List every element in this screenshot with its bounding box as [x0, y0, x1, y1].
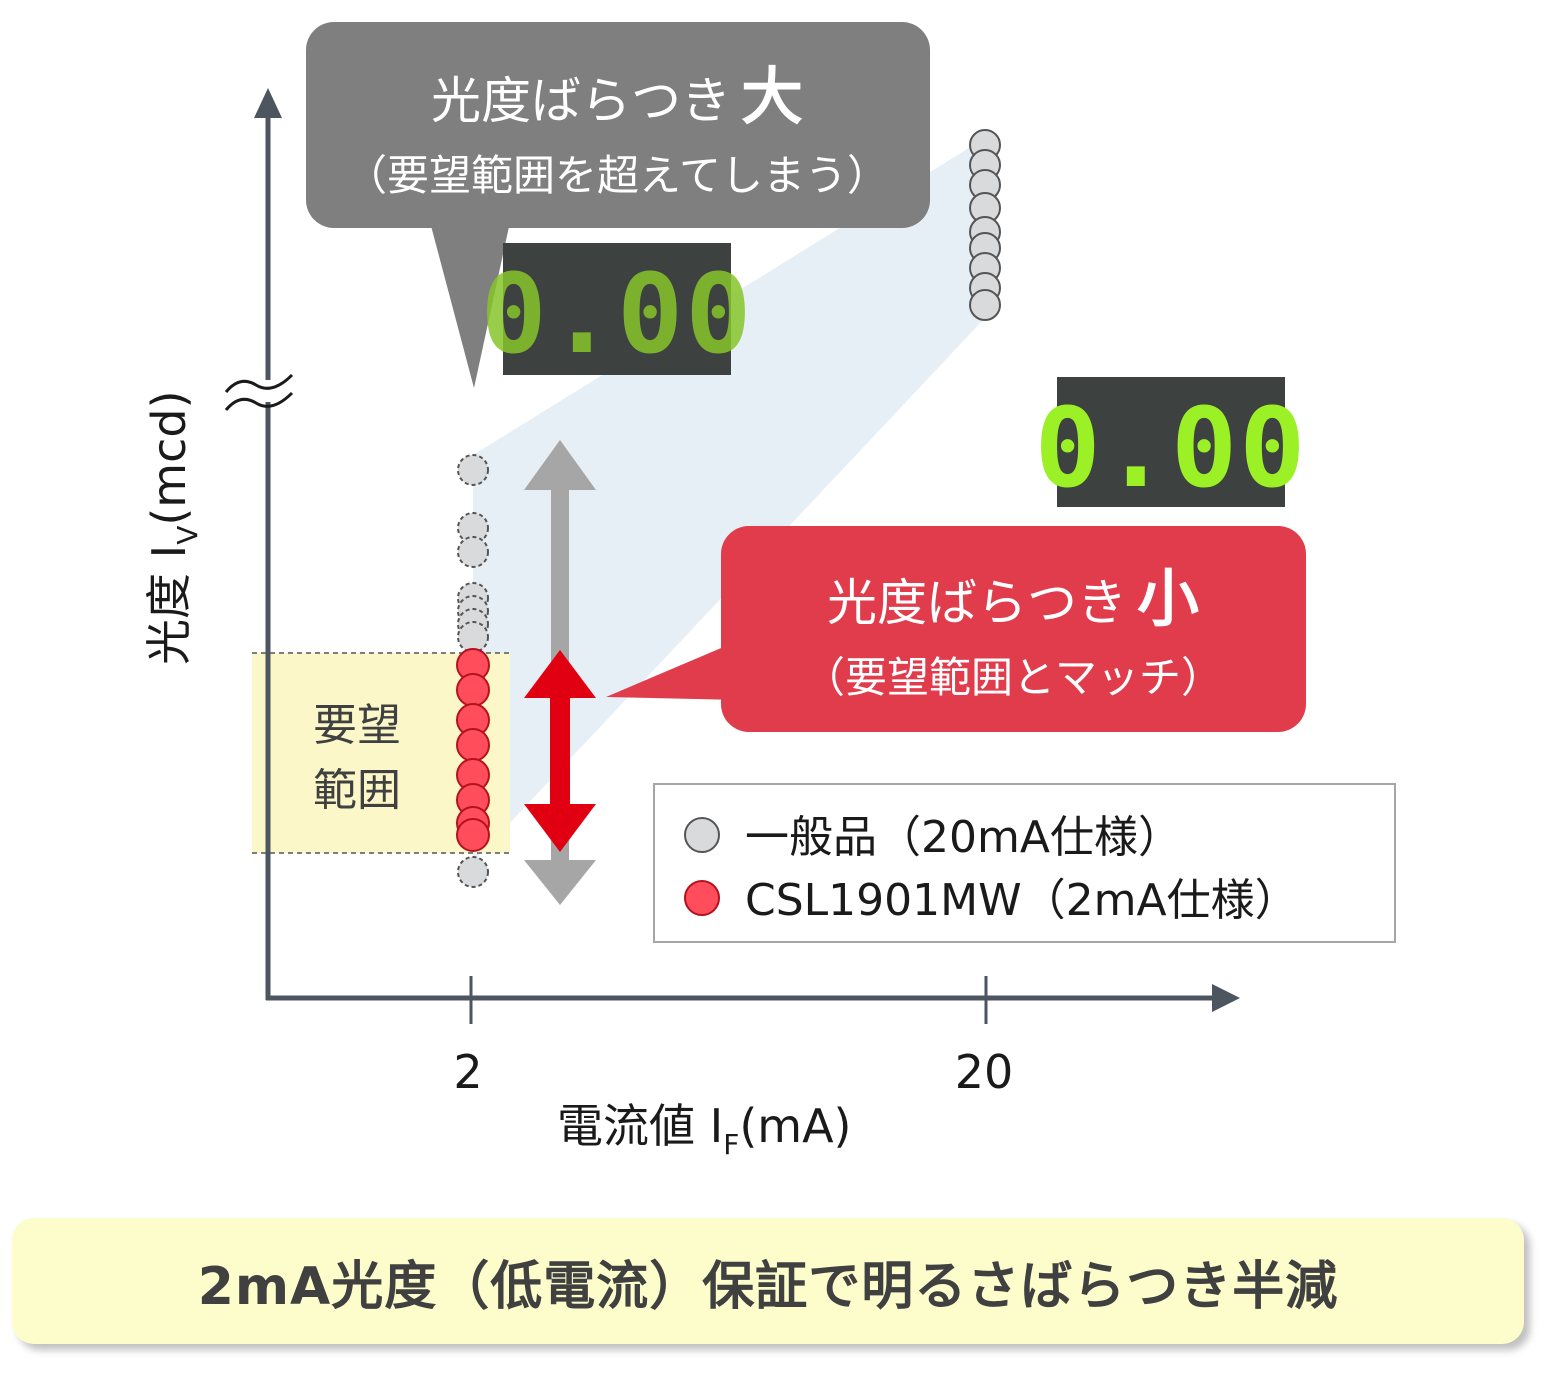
gray-point	[457, 621, 489, 653]
general-product-points-20ma	[969, 129, 1001, 321]
callout-gray-subtitle: （要望範囲を超えてしまう）	[345, 151, 889, 200]
desired-range-label-line1: 要望	[313, 700, 401, 751]
callout-red-subtitle: （要望範囲とマッチ）	[803, 653, 1223, 702]
legend: 一般品（20mA仕様） CSL1901MW（2mA仕様）	[653, 783, 1396, 943]
y-axis-label: 光度 IV(mcd)	[142, 390, 204, 665]
y-axis	[254, 88, 282, 1000]
csl1901mw-points	[456, 648, 490, 852]
display-lower: 0.00	[1035, 377, 1308, 512]
y-axis-arrowhead	[254, 88, 282, 118]
callout-red: 光度ばらつき小 （要望範囲とマッチ）	[606, 526, 1306, 732]
gray-point	[969, 289, 1001, 321]
x-axis	[266, 984, 1240, 1012]
red-point	[456, 728, 490, 762]
double-arrow-icon	[524, 650, 596, 852]
legend-label-general: 一般品（20mA仕様）	[745, 812, 1182, 863]
x-tick-label-2: 2	[453, 1045, 482, 1099]
x-axis-label: 電流値 IF(mA)	[557, 1099, 851, 1161]
red-point	[456, 818, 490, 852]
legend-swatch-general	[684, 817, 720, 853]
axis-break-icon	[224, 373, 300, 411]
projection-band	[473, 138, 985, 862]
display-upper-digits: 0.00	[481, 250, 754, 378]
legend-swatch-csl1901mw	[684, 880, 720, 916]
legend-label-csl1901mw: CSL1901MW（2mA仕様）	[745, 875, 1299, 926]
red-point	[456, 673, 490, 707]
diagram-canvas: 要望 範囲 2 20 電流値 IF(mA) 光度 IV(mcd)	[142, 22, 1396, 1161]
general-product-points-2ma	[457, 454, 489, 888]
display-lower-digits: 0.00	[1035, 384, 1308, 512]
desired-range-label-line2: 範囲	[313, 765, 401, 816]
conclusion-text: 2mA光度（低電流）保証で明るさばらつき半減	[197, 1256, 1339, 1317]
gray-point	[457, 856, 489, 888]
callout-gray: 光度ばらつき大 （要望範囲を超えてしまう）	[306, 22, 930, 388]
x-axis-arrowhead	[1212, 984, 1240, 1012]
gray-point	[457, 536, 489, 568]
x-tick-label-20: 20	[955, 1045, 1014, 1099]
gray-point	[457, 454, 489, 486]
conclusion-banner: 2mA光度（低電流）保証で明るさばらつき半減	[12, 1218, 1524, 1344]
display-upper: 0.00	[481, 243, 754, 378]
